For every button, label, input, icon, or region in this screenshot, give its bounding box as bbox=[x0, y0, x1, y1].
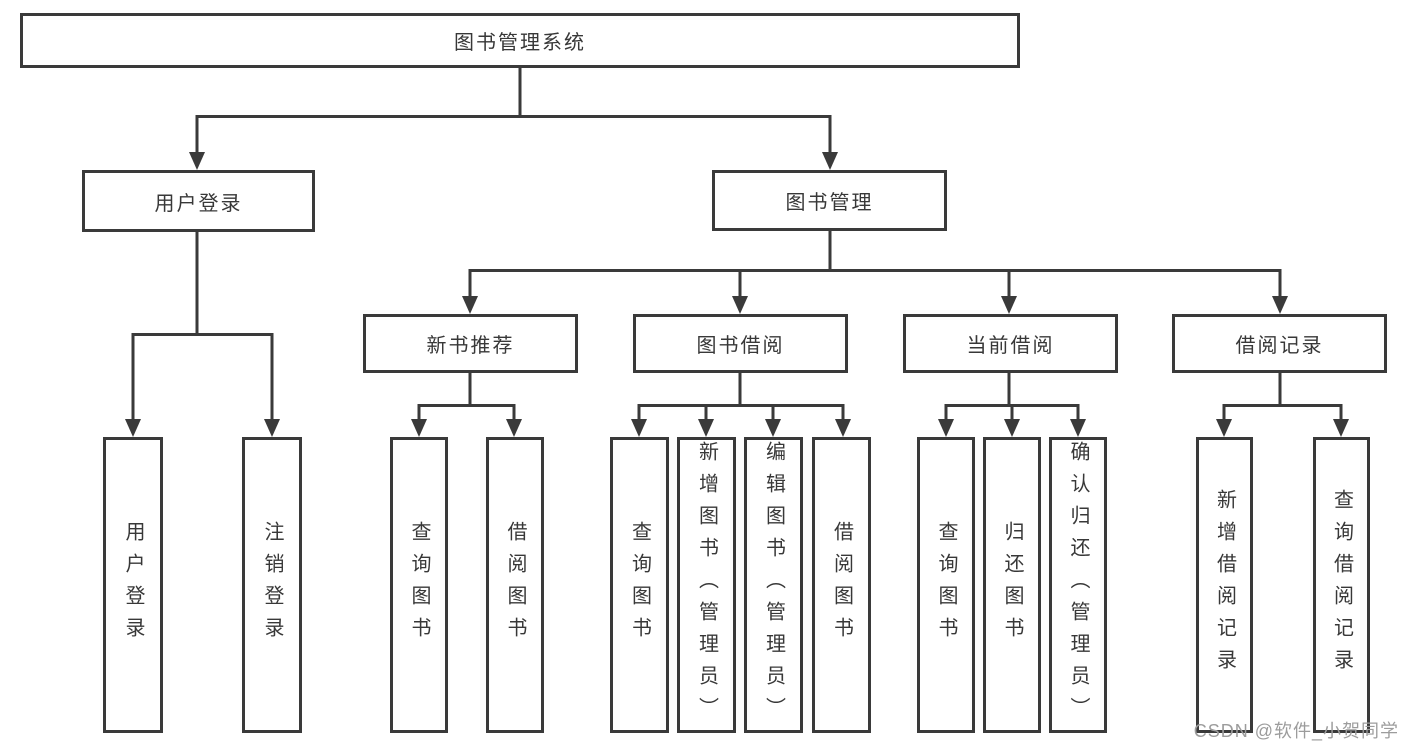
leaf-query-books-current: 查询图书 bbox=[917, 437, 975, 733]
csdn-watermark: CSDN @软件_小贺同学 bbox=[1193, 721, 1399, 741]
node-borrow-record: 借阅记录 bbox=[1172, 314, 1387, 373]
node-new-book-recommend: 新书推荐 bbox=[363, 314, 578, 373]
connector-borrow-record bbox=[1222, 373, 1343, 423]
connector-user-login bbox=[131, 232, 274, 423]
leaf-query-borrow-record: 查询借阅记录 bbox=[1313, 437, 1370, 733]
leaf-label: 借阅图书 bbox=[830, 521, 853, 649]
leaf-borrow-books-recommend: 借阅图书 bbox=[486, 437, 544, 733]
leaf-label: 查询借阅记录 bbox=[1330, 489, 1353, 681]
leaf-label: 查询图书 bbox=[628, 521, 651, 649]
leaf-label: 用户登录 bbox=[122, 521, 144, 649]
connector-root bbox=[195, 68, 832, 156]
leaf-return-books: 归还图书 bbox=[983, 437, 1041, 733]
leaf-query-books-borrow: 查询图书 bbox=[610, 437, 669, 733]
leaf-label: 借阅图书 bbox=[504, 521, 526, 649]
leaf-label: 新增图书（管理员） bbox=[695, 441, 718, 729]
connector-book-mgmt bbox=[468, 230, 1282, 300]
leaf-label: 查询图书 bbox=[935, 521, 957, 649]
leaf-add-books-admin: 新增图书（管理员） bbox=[677, 437, 736, 733]
leaf-label: 确认归还（管理员） bbox=[1067, 441, 1089, 729]
connector-current-borrow bbox=[944, 373, 1080, 423]
node-user-login: 用户登录 bbox=[82, 170, 315, 232]
leaf-borrow-books: 借阅图书 bbox=[812, 437, 871, 733]
leaf-label: 注销登录 bbox=[261, 521, 283, 649]
arrowheads bbox=[125, 152, 1349, 437]
leaf-label: 查询图书 bbox=[408, 521, 430, 649]
leaf-query-books-recommend: 查询图书 bbox=[390, 437, 448, 733]
leaf-user-login: 用户登录 bbox=[103, 437, 163, 733]
leaf-label: 新增借阅记录 bbox=[1213, 489, 1236, 681]
connector-new-book bbox=[417, 373, 516, 423]
root-node-library-system: 图书管理系统 bbox=[20, 13, 1020, 68]
leaf-logout: 注销登录 bbox=[242, 437, 302, 733]
node-book-borrow: 图书借阅 bbox=[633, 314, 848, 373]
leaf-confirm-return-admin: 确认归还（管理员） bbox=[1049, 437, 1107, 733]
leaf-label: 编辑图书（管理员） bbox=[762, 441, 785, 729]
node-current-borrow: 当前借阅 bbox=[903, 314, 1118, 373]
leaf-edit-books-admin: 编辑图书（管理员） bbox=[744, 437, 803, 733]
connector-book-borrow bbox=[637, 373, 845, 423]
leaf-add-borrow-record: 新增借阅记录 bbox=[1196, 437, 1253, 733]
node-book-management: 图书管理 bbox=[712, 170, 947, 231]
leaf-label: 归还图书 bbox=[1001, 521, 1023, 649]
